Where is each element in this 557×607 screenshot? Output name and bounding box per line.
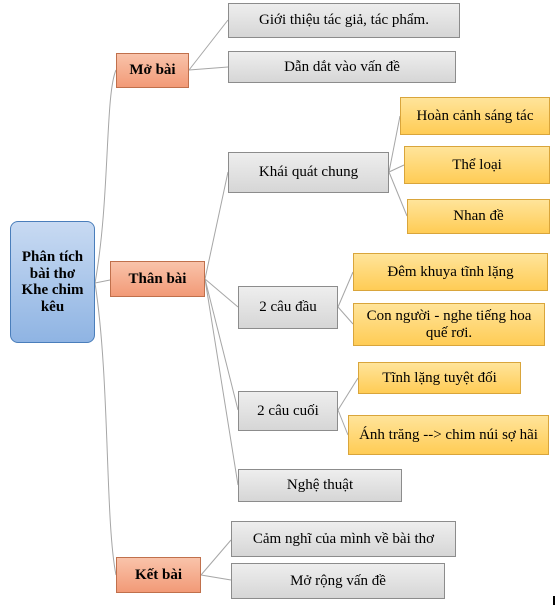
mo-bai-item-2-label: Dẫn dắt vào vấn đề (284, 58, 400, 75)
hai-cau-cuoi-item-1-label: Tĩnh lặng tuyệt đối (382, 369, 497, 386)
khai-quat-item-3: Nhan đề (407, 199, 550, 234)
hai-cau-dau-item-1: Đêm khuya tĩnh lặng (353, 253, 548, 291)
khai-quat-item-2: Thể loại (404, 146, 550, 184)
hai-cau-dau-item-2: Con người - nghe tiếng hoa quế rơi. (353, 303, 545, 346)
edge-mark (553, 596, 555, 605)
section-mo-bai-label: Mở bài (129, 62, 176, 79)
root-node: Phân tích bài thơ Khe chim kêu (10, 221, 95, 343)
khai-quat-chung-label: Khái quát chung (258, 164, 359, 181)
hai-cau-dau-item-1-label: Đêm khuya tĩnh lặng (387, 263, 514, 280)
khai-quat-item-1: Hoàn cảnh sáng tác (400, 97, 550, 135)
hai-cau-dau-item-2-label: Con người - nghe tiếng hoa quế rơi. (366, 308, 532, 341)
section-than-bai-label: Thân bài (128, 270, 187, 287)
hai-cau-cuoi-label: 2 câu cuối (257, 402, 319, 419)
mo-bai-item-1: Giới thiệu tác giả, tác phẩm. (228, 3, 460, 38)
mo-bai-item-1-label: Giới thiệu tác giả, tác phẩm. (259, 12, 429, 29)
ket-bai-item-2: Mở rộng vấn đề (231, 563, 445, 599)
khai-quat-item-1-label: Hoàn cảnh sáng tác (416, 107, 534, 124)
hai-cau-cuoi-node: 2 câu cuối (238, 391, 338, 431)
ket-bai-item-2-label: Mở rộng vấn đề (290, 572, 386, 589)
section-ket-bai-label: Kết bài (134, 566, 183, 583)
ket-bai-item-1: Cảm nghĩ của mình về bài thơ (231, 521, 456, 557)
section-mo-bai: Mở bài (116, 53, 189, 88)
section-ket-bai: Kết bài (116, 557, 201, 593)
hai-cau-cuoi-item-1: Tĩnh lặng tuyệt đối (358, 362, 521, 394)
khai-quat-item-2-label: Thể loại (452, 156, 502, 173)
root-label: Phân tích bài thơ Khe chim kêu (21, 249, 84, 315)
khai-quat-chung-node: Khái quát chung (228, 152, 389, 193)
ket-bai-item-1-label: Cảm nghĩ của mình về bài thơ (252, 530, 435, 547)
section-than-bai: Thân bài (110, 261, 205, 297)
nghe-thuat-node: Nghệ thuật (238, 469, 402, 502)
hai-cau-cuoi-item-2-label: Ánh trăng --> chim núi sợ hãi (359, 426, 538, 443)
hai-cau-cuoi-item-2: Ánh trăng --> chim núi sợ hãi (348, 415, 549, 455)
khai-quat-item-3-label: Nhan đề (453, 208, 504, 225)
nghe-thuat-label: Nghệ thuật (286, 477, 354, 494)
mo-bai-item-2: Dẫn dắt vào vấn đề (228, 51, 456, 83)
hai-cau-dau-node: 2 câu đầu (238, 286, 338, 329)
hai-cau-dau-label: 2 câu đầu (259, 299, 317, 316)
